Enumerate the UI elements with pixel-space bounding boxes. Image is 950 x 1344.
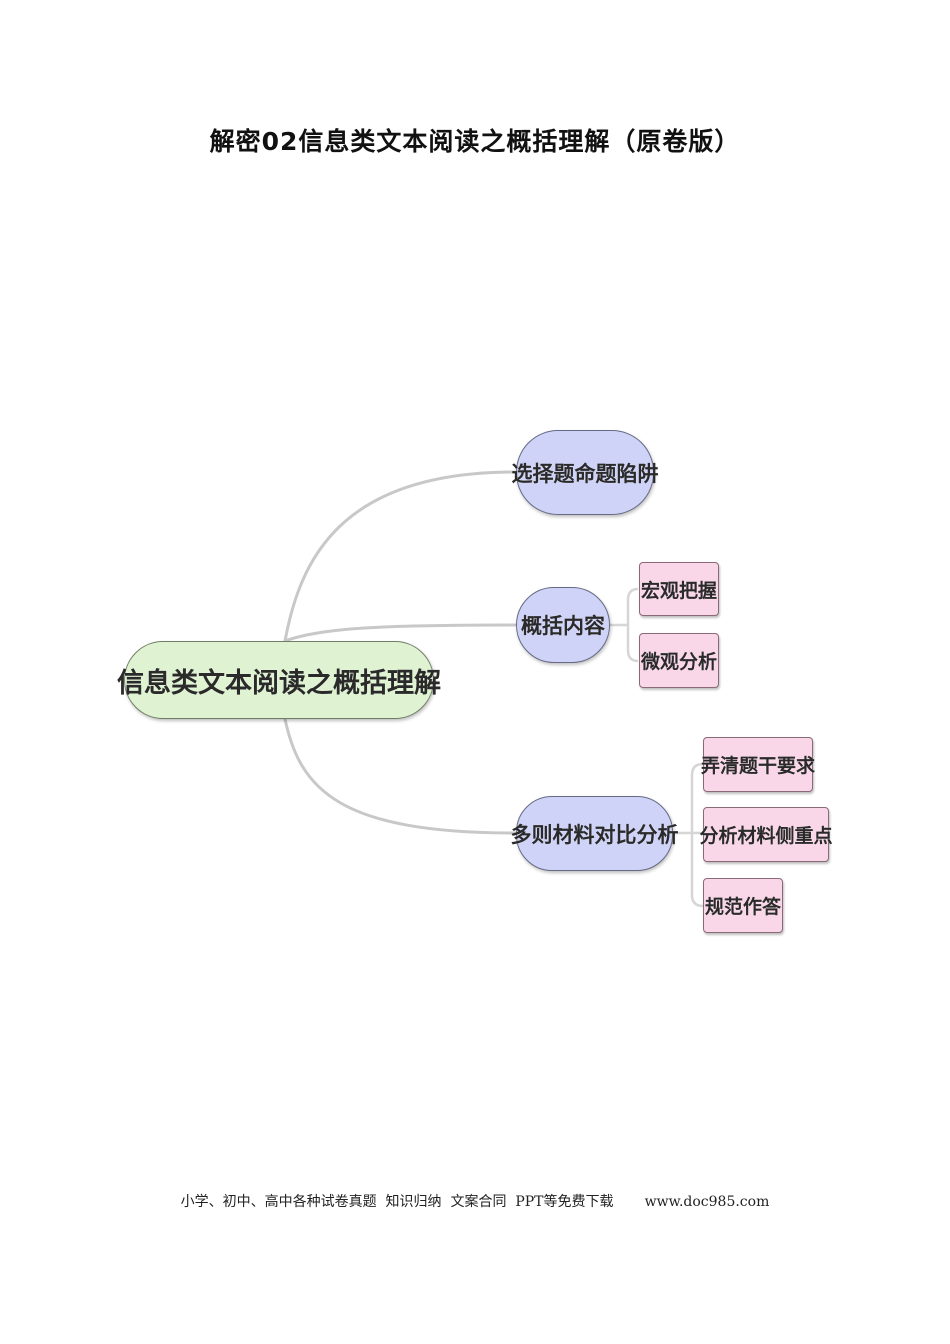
mindmap-root-node: 信息类文本阅读之概括理解	[117, 641, 441, 719]
branch-node-multi-material-compare: 多则材料对比分析	[511, 796, 679, 871]
branch-node-summarize-content: 概括内容	[516, 587, 610, 663]
connector-branch-2-leaves	[610, 587, 639, 663]
leaf-node-material-focus: 分析材料侧重点	[700, 807, 833, 862]
connector-root-branch-3	[283, 717, 517, 835]
connector-root-branch-2	[283, 623, 517, 643]
leaf-node-clarify-requirements: 弄清题干要求	[701, 737, 815, 792]
leaf-node-micro-analysis: 微观分析	[639, 633, 719, 688]
document-title: 解密02信息类文本阅读之概括理解（原卷版）	[209, 127, 741, 156]
branch-node-choice-traps: 选择题命题陷阱	[512, 430, 659, 515]
page-footer: 小学、初中、高中各种试卷真题 知识归纳 文案合同 PPT等免费下载 www.do…	[180, 1194, 770, 1210]
leaf-node-standard-answer: 规范作答	[703, 878, 783, 933]
leaf-node-macro-grasp: 宏观把握	[639, 562, 719, 616]
connector-branch-3-leaves	[673, 762, 704, 908]
connector-root-branch-1	[283, 470, 517, 643]
